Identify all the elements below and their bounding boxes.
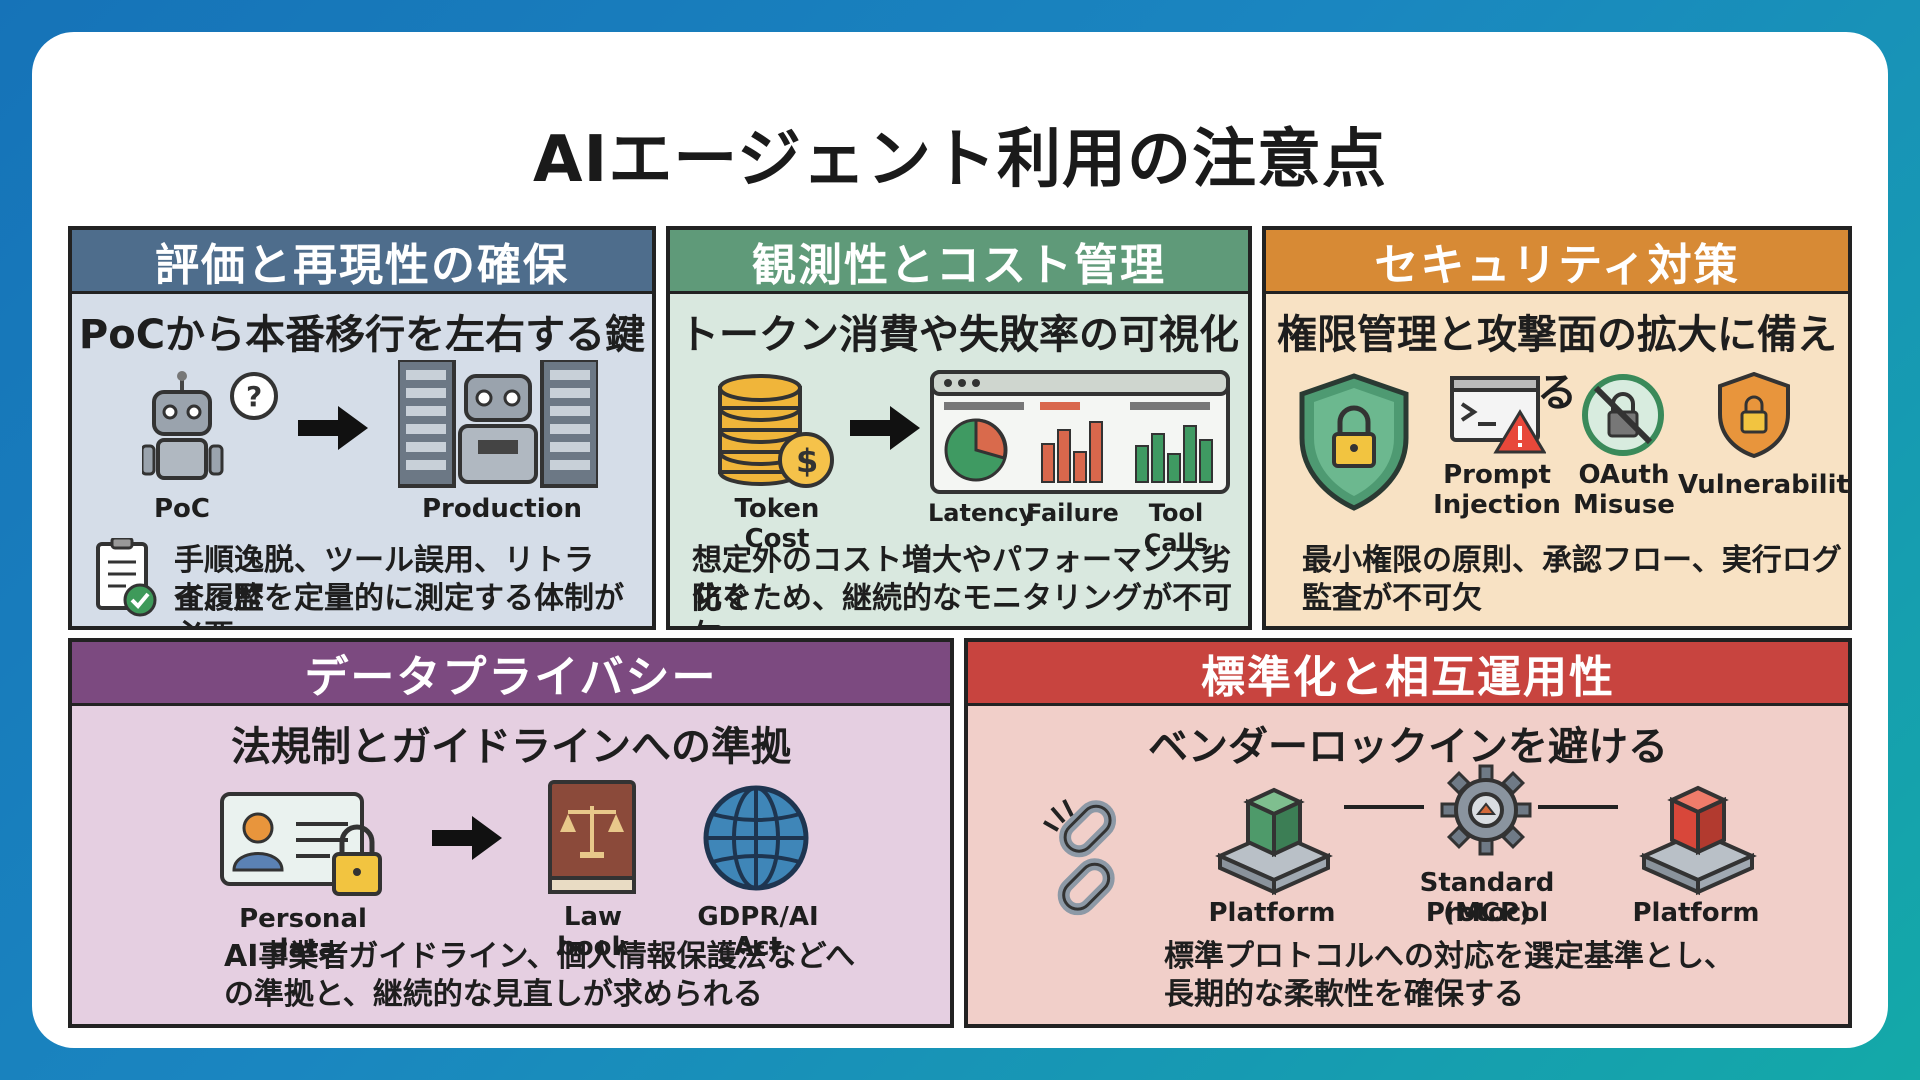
panel-description-line1: 想定外のコスト増大やパフォーマンス劣化を bbox=[692, 543, 1232, 616]
panel-description-line1: 手順逸脱、ツール誤用、リトライ、監 bbox=[174, 543, 594, 616]
gear-icon bbox=[1440, 764, 1532, 856]
label-tool-calls: Tool Calls bbox=[1143, 499, 1209, 557]
panel-header: 標準化と相互運用性 bbox=[968, 642, 1848, 706]
label-prompt-line1: Prompt bbox=[1443, 460, 1551, 490]
label-platform-left: Platform bbox=[1208, 898, 1336, 928]
connector-line-right bbox=[1538, 805, 1618, 809]
label-failure: Failure bbox=[1026, 499, 1119, 527]
panel-description-line1: AI事業者ガイドライン、個人情報保護法などへ bbox=[224, 939, 856, 974]
panel-standardization: 標準化と相互運用性 ベンダーロックインを避ける bbox=[964, 638, 1852, 1028]
robot-server-icon bbox=[398, 360, 598, 488]
arrow-right-icon bbox=[850, 406, 920, 450]
panel-header: データプライバシー bbox=[72, 642, 950, 706]
label-vulnerability: Vulnerability bbox=[1678, 470, 1852, 500]
panel-description-line2: 防ぐため、継続的なモニタリングが不可欠 bbox=[692, 581, 1232, 626]
label-poc: PoC bbox=[154, 494, 210, 524]
connector-line-left bbox=[1344, 805, 1424, 809]
panel-description-line2: 監査が不可欠 bbox=[1302, 581, 1482, 616]
label-law-book: Law book bbox=[557, 902, 629, 962]
svg-text:$: $ bbox=[796, 442, 818, 480]
coin-stack-icon: $ bbox=[718, 374, 834, 488]
panel-subtitle: ベンダーロックインを避ける bbox=[1148, 724, 1668, 770]
id-card-lock-icon bbox=[220, 792, 382, 896]
label-token-cost: Token Cost bbox=[734, 494, 820, 554]
label-protocol-line1: Standard Protocol bbox=[1419, 868, 1555, 928]
label-oauth-line2: Misuse bbox=[1573, 490, 1675, 520]
checklist-icon bbox=[96, 538, 157, 617]
label-personal-data: Personal data bbox=[239, 904, 367, 964]
green-cube-platform-icon bbox=[1215, 787, 1333, 896]
terminal-warning-icon bbox=[1450, 376, 1546, 454]
panel-subtitle: 権限管理と攻撃面の拡大に備える bbox=[1277, 312, 1837, 416]
label-production: Production bbox=[422, 494, 582, 524]
panel-security: セキュリティ対策 権限管理と攻撃面の拡大に備える Prompt Injectio… bbox=[1262, 226, 1852, 630]
no-lock-icon bbox=[1582, 374, 1664, 456]
panel-description-line1: 最小権限の原則、承認フロー、実行ログ bbox=[1302, 543, 1842, 578]
shield-lock-icon bbox=[1299, 373, 1409, 511]
panel-header: セキュリティ対策 bbox=[1266, 230, 1848, 294]
panel-privacy: データプライバシー 法規制とガイドラインへの準拠 Personal data L… bbox=[68, 638, 954, 1028]
label-prompt-line2: Injection bbox=[1433, 490, 1561, 520]
svg-text:?: ? bbox=[246, 380, 262, 413]
broken-chain-icon bbox=[1043, 799, 1117, 916]
globe-icon bbox=[703, 785, 809, 891]
page-title: AIエージェント利用の注意点 bbox=[532, 123, 1388, 197]
dashboard-icon bbox=[930, 370, 1230, 494]
arrow-right-icon bbox=[432, 816, 502, 860]
panel-evaluation: 評価と再現性の確保 PoCから本番移行を左右する鍵 ? PoC Producti… bbox=[68, 226, 656, 630]
label-oauth-line1: OAuth bbox=[1578, 460, 1670, 490]
panel-subtitle: PoCから本番移行を左右する鍵 bbox=[78, 312, 646, 358]
panel-header: 観測性とコスト管理 bbox=[670, 230, 1248, 294]
panel-header: 評価と再現性の確保 bbox=[72, 230, 652, 294]
small-shield-icon bbox=[1718, 372, 1790, 458]
label-latency: Latency bbox=[928, 499, 1035, 527]
law-book-icon bbox=[548, 780, 636, 894]
label-gdpr: GDPR/AI Act bbox=[697, 902, 819, 962]
robot-question-icon: ? bbox=[142, 371, 278, 480]
label-protocol-line2: (MCP) bbox=[1443, 898, 1531, 928]
red-cube-platform-icon bbox=[1639, 785, 1757, 896]
panel-observability: 観測性とコスト管理 トークン消費や失敗率の可視化 $ bbox=[666, 226, 1252, 630]
panel-description-line2: 長期的な柔軟性を確保する bbox=[1164, 977, 1524, 1012]
arrow-right-icon bbox=[298, 406, 368, 450]
panel-description-line2: の準拠と、継続的な見直しが求められる bbox=[224, 977, 763, 1012]
panel-description-line1: 標準プロトコルへの対応を選定基準とし、 bbox=[1164, 939, 1734, 974]
panel-subtitle: 法規制とガイドラインへの準拠 bbox=[231, 724, 791, 770]
label-platform-right: Platform bbox=[1632, 898, 1760, 928]
panel-description-line2: 査履歴を定量的に測定する体制が必要 bbox=[174, 581, 624, 626]
panel-subtitle: トークン消費や失敗率の可視化 bbox=[679, 312, 1239, 358]
